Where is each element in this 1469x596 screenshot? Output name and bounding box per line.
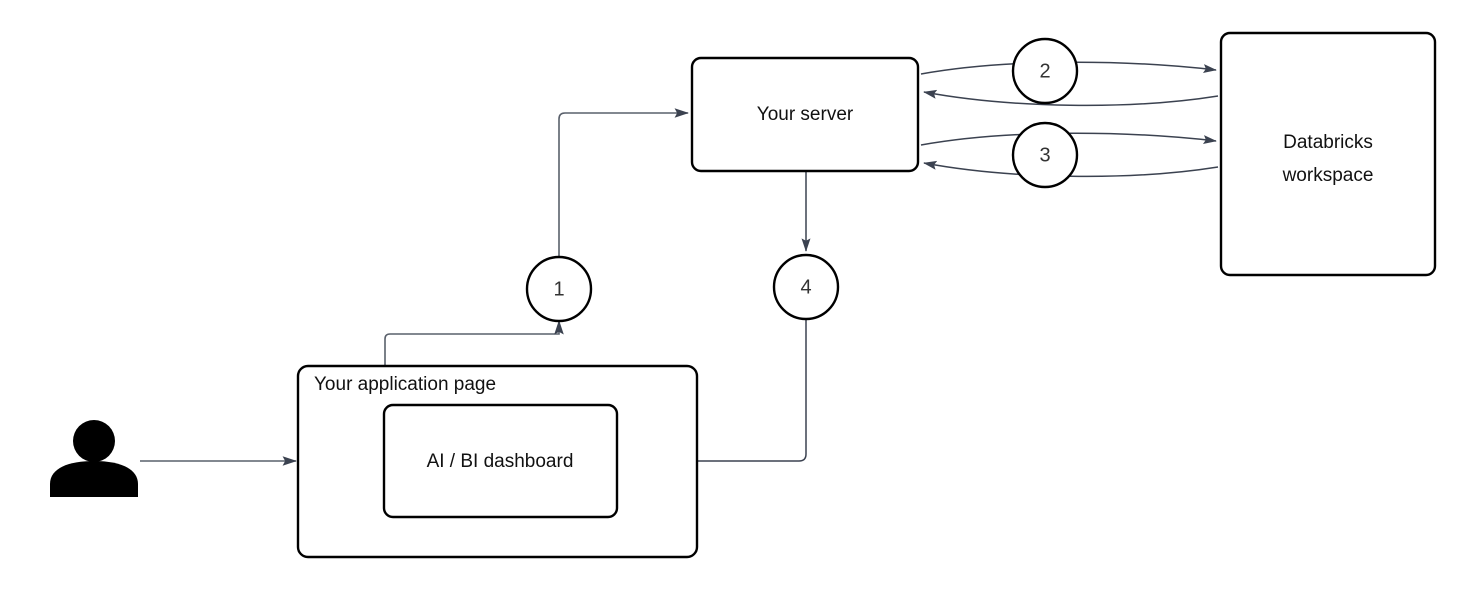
badge-step-1-circle[interactable]: [525, 255, 593, 323]
connection-badge4-to-dashboard: [616, 320, 807, 466]
databricks-workspace-box[interactable]: [1219, 31, 1437, 277]
connection-badge1-to-server: [558, 108, 689, 258]
node-your-server[interactable]: Your server: [690, 56, 920, 173]
databricks-workspace-label-line2: workspace: [1282, 165, 1374, 186]
user-head-icon: [73, 420, 115, 462]
your-application-page-label: Your application page: [314, 374, 496, 395]
databricks-workspace-label-line1: Databricks: [1283, 132, 1373, 153]
badge-step-1-label: 1: [553, 278, 564, 300]
node-ai-bi-dashboard[interactable]: AI / BI dashboard: [382, 403, 619, 519]
badge-step-3-label: 3: [1039, 144, 1050, 166]
badge-step-4-label: 4: [800, 276, 811, 298]
ai-bi-dashboard-box[interactable]: [382, 403, 619, 519]
badge-step-3-circle[interactable]: [1011, 121, 1079, 189]
badge-step-2-label: 2: [1039, 60, 1050, 82]
badge-step-2[interactable]: 2: [1011, 37, 1079, 105]
user-actor-icon: [50, 420, 138, 497]
badge-step-3[interactable]: 3: [1011, 121, 1079, 189]
ai-bi-dashboard-label: AI / BI dashboard: [427, 451, 574, 472]
badge-step-4-circle[interactable]: [772, 253, 840, 321]
badge-step-4[interactable]: 4: [772, 253, 840, 321]
connection-app-to-badge1: [384, 320, 564, 372]
badge-step-1[interactable]: 1: [525, 255, 593, 323]
user-body-icon: [50, 461, 138, 497]
node-databricks-workspace[interactable]: Databricks workspace: [1219, 31, 1437, 277]
your-server-label: Your server: [757, 104, 854, 125]
badge-step-2-circle[interactable]: [1011, 37, 1079, 105]
your-server-box[interactable]: [690, 56, 920, 173]
